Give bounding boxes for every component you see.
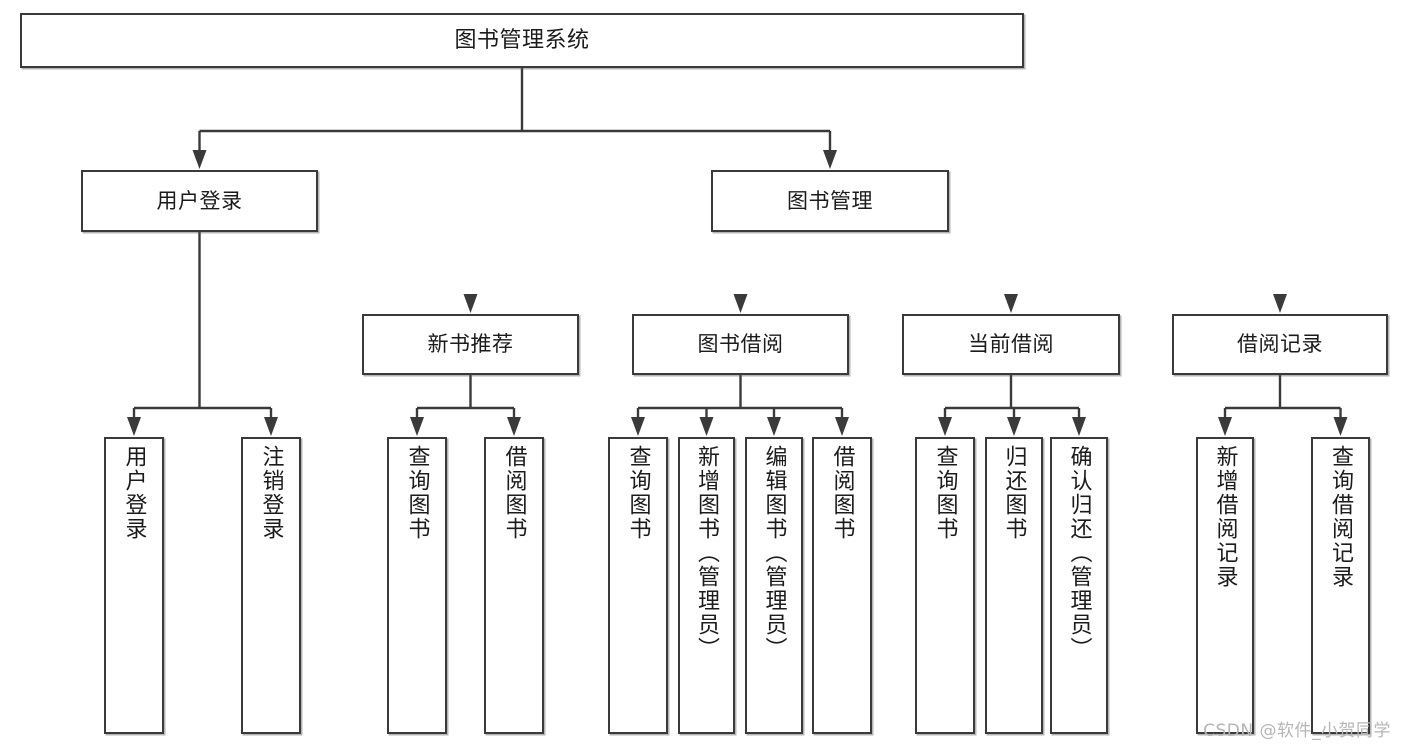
edge-arrowhead-icon [631, 417, 645, 436]
edge-arrowhead-icon [507, 417, 521, 436]
edge-arrowhead-icon [699, 417, 714, 436]
node-label: 查询图书 [625, 445, 651, 541]
node-label: 当前借阅 [968, 332, 1054, 357]
node-label: 图书管理系统 [454, 27, 590, 53]
node-branch[interactable]: 新书推荐 [362, 314, 579, 375]
node-branch[interactable]: 用户登录 [81, 170, 318, 232]
edge-arrowhead-icon [938, 417, 952, 436]
node-leaf[interactable]: 用户登录 [104, 437, 164, 734]
node-leaf[interactable]: 新增借阅记录 [1196, 437, 1254, 734]
node-label: 归还图书 [1001, 445, 1027, 541]
node-leaf[interactable]: 查询图书 [387, 437, 447, 734]
node-label: 用户登录 [121, 445, 147, 541]
edge-arrowhead-icon [192, 150, 207, 169]
node-label: 用户登录 [156, 188, 243, 213]
node-label: 新书推荐 [427, 332, 514, 357]
edge-arrowhead-icon [463, 294, 478, 313]
node-label: 编辑图书（管理员） [761, 445, 787, 661]
node-label: 查询图书 [404, 445, 430, 541]
node-branch[interactable]: 图书借阅 [632, 314, 849, 375]
node-leaf[interactable]: 确认归还（管理员） [1050, 437, 1108, 734]
node-label: 查询借阅记录 [1328, 445, 1354, 589]
watermark: CSDN @软件_小贺同学 [1203, 721, 1391, 741]
edge-arrowhead-icon [1072, 417, 1086, 436]
node-root[interactable]: 图书管理系统 [20, 13, 1024, 68]
node-label: 确认归还（管理员） [1066, 445, 1092, 661]
edge-arrowhead-icon [1007, 417, 1021, 436]
node-label: 图书管理 [787, 188, 873, 213]
node-label: 注销登录 [258, 445, 284, 541]
node-leaf[interactable]: 编辑图书（管理员） [745, 437, 803, 734]
edge-arrowhead-icon [1333, 417, 1348, 436]
node-branch[interactable]: 借阅记录 [1172, 314, 1388, 375]
edge-arrowhead-icon [410, 417, 424, 436]
node-branch[interactable]: 当前借阅 [902, 314, 1120, 375]
edge-arrowhead-icon [823, 150, 837, 169]
node-label: 图书借阅 [697, 332, 784, 357]
node-branch[interactable]: 图书管理 [711, 170, 949, 232]
edge-arrowhead-icon [264, 417, 278, 436]
node-leaf[interactable]: 借阅图书 [812, 437, 872, 734]
edge-arrowhead-icon [1004, 294, 1018, 313]
edge-arrowhead-icon [127, 417, 141, 436]
node-leaf[interactable]: 归还图书 [985, 437, 1043, 734]
node-label: 新增图书（管理员） [694, 445, 720, 661]
edge-arrowhead-icon [1218, 417, 1232, 436]
node-leaf[interactable]: 注销登录 [241, 437, 301, 734]
node-label: 查询图书 [932, 445, 958, 541]
node-leaf[interactable]: 查询借阅记录 [1311, 437, 1370, 734]
node-leaf[interactable]: 查询图书 [915, 437, 975, 734]
node-label: 借阅记录 [1237, 332, 1323, 357]
edge-arrowhead-icon [835, 417, 849, 436]
edge-arrowhead-icon [1273, 294, 1287, 313]
node-label: 借阅图书 [829, 445, 855, 541]
edge-arrowhead-icon [733, 294, 748, 313]
edge-paths [127, 68, 1348, 436]
node-leaf[interactable]: 查询图书 [608, 437, 668, 734]
node-label: 新增借阅记录 [1212, 445, 1238, 589]
edge-arrowhead-icon [767, 417, 781, 436]
node-label: 借阅图书 [501, 445, 527, 541]
node-leaf[interactable]: 借阅图书 [484, 437, 544, 734]
node-leaf[interactable]: 新增图书（管理员） [678, 437, 735, 734]
